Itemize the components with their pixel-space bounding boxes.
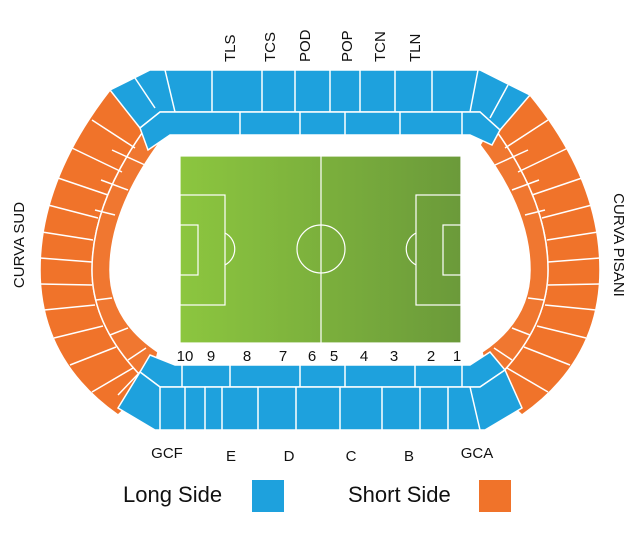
bottom-label-b: B xyxy=(404,448,414,465)
top-section-labels: TLS TCS POD POP TCN TLN xyxy=(222,29,424,62)
row-number: 7 xyxy=(279,348,287,365)
row-number: 9 xyxy=(207,348,215,365)
row-numbers: 10 9 8 7 6 5 4 3 2 1 xyxy=(177,348,462,365)
row-number: 2 xyxy=(427,348,435,365)
curva-sud-dividers xyxy=(39,119,147,393)
top-label-tcn: TCN xyxy=(372,31,389,62)
right-penalty-arc xyxy=(405,232,417,266)
top-stand-dividers xyxy=(134,69,509,135)
top-label-tcs: TCS xyxy=(262,32,279,62)
top-long-stand[interactable] xyxy=(108,69,532,152)
bottom-label-e: E xyxy=(226,448,236,465)
top-label-pod: POD xyxy=(297,29,314,62)
curva-pisani-label: CURVA PISANI xyxy=(610,193,627,297)
bottom-long-stand[interactable] xyxy=(116,351,523,431)
row-number: 1 xyxy=(453,348,461,365)
row-number: 3 xyxy=(390,348,398,365)
legend-long-label: Long Side xyxy=(123,482,223,507)
curva-sud-label: CURVA SUD xyxy=(11,202,28,288)
top-label-pop: POP xyxy=(339,30,356,62)
bottom-label-gcf: GCF xyxy=(151,445,183,462)
bottom-section-labels: GCF E D C B GCA xyxy=(151,445,493,465)
bottom-label-d: D xyxy=(284,448,295,465)
bottom-label-c: C xyxy=(346,448,357,465)
row-number: 5 xyxy=(330,348,338,365)
bottom-stand-dividers xyxy=(117,365,481,431)
top-label-tln: TLN xyxy=(407,34,424,62)
row-number: 8 xyxy=(243,348,251,365)
row-number: 10 xyxy=(177,348,194,365)
bottom-label-gca: GCA xyxy=(461,445,494,462)
legend-long-swatch xyxy=(252,480,284,512)
left-goal-box xyxy=(179,224,199,276)
legend-short-label: Short Side xyxy=(348,482,451,507)
pitch xyxy=(179,155,462,344)
right-goal-box xyxy=(442,224,462,276)
curva-sud-stand[interactable] xyxy=(39,88,161,416)
center-circle xyxy=(296,224,346,274)
row-number: 4 xyxy=(360,348,368,365)
row-number: 6 xyxy=(308,348,316,365)
top-label-tls: TLS xyxy=(222,34,239,62)
curva-pisani-dividers xyxy=(493,119,601,393)
left-penalty-arc xyxy=(224,232,236,266)
legend-short-swatch xyxy=(479,480,511,512)
